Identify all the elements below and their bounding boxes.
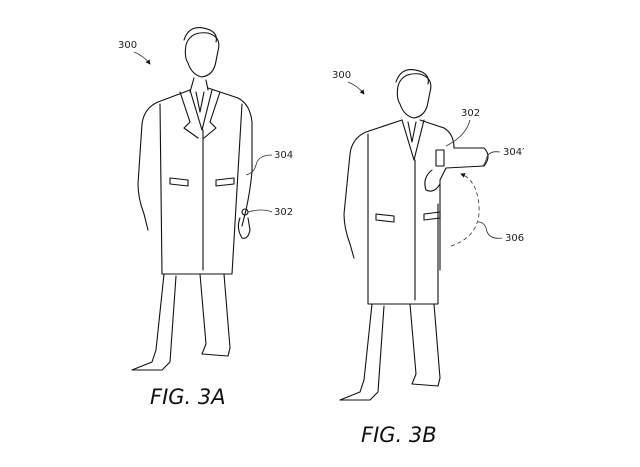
figure-3a-person (131, 27, 253, 371)
caption-fig-3a: FIG. 3A (150, 385, 226, 409)
ref-306: 306 (505, 233, 524, 244)
figure-3b-person (339, 69, 489, 401)
ref-300-b: 300 (332, 70, 351, 81)
ref-304-a: 304 (274, 150, 293, 161)
caption-fig-3b: FIG. 3B (361, 423, 437, 447)
ref-302-b: 302 (461, 108, 480, 119)
motion-arrow-306 (450, 173, 480, 247)
ref-302-a: 302 (274, 207, 293, 218)
ref-300-a: 300 (118, 40, 137, 51)
ref-304-prime: 304′ (503, 147, 525, 158)
